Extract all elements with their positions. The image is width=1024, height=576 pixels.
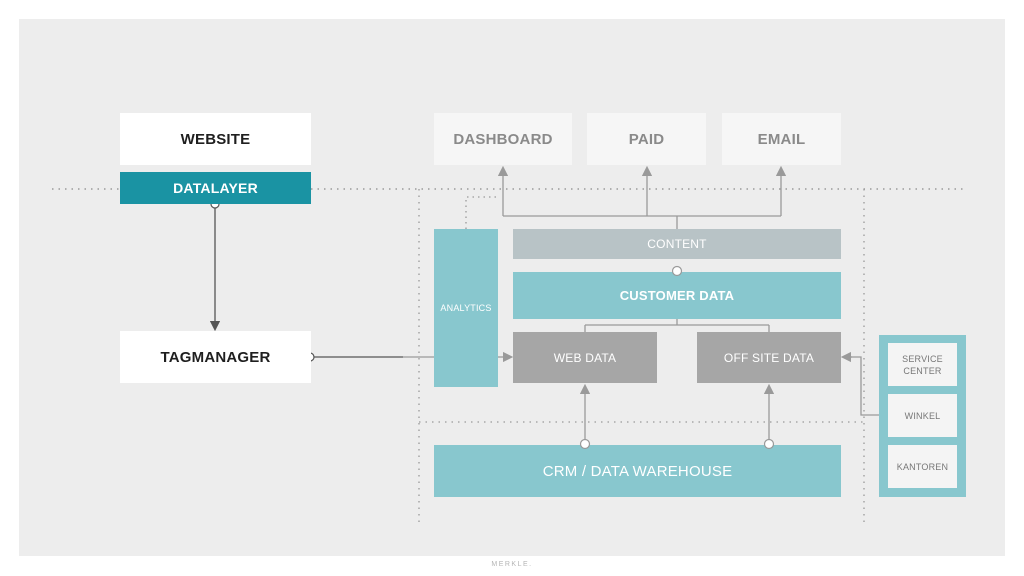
- winkel-box: WINKEL: [888, 394, 957, 437]
- tagmanager-box: TAGMANAGER: [120, 331, 311, 383]
- off-site-data-box: OFF SITE DATA: [697, 332, 841, 383]
- crm-offsite-node: [763, 438, 775, 450]
- analytics-box: ANALYTICS: [434, 229, 498, 387]
- email-box: EMAIL: [722, 113, 841, 165]
- crm-data-warehouse-box: CRM / DATA WAREHOUSE: [434, 445, 841, 497]
- dashboard-box: DASHBOARD: [434, 113, 572, 165]
- paid-box: PAID: [587, 113, 706, 165]
- merkle-footer: MERKLE.: [491, 561, 533, 568]
- datalayer-box: DATALAYER: [120, 172, 311, 204]
- crm-webdata-node: [579, 438, 591, 450]
- kantoren-box: KANTOREN: [888, 445, 957, 488]
- content-box: CONTENT: [513, 229, 841, 259]
- content-node: [671, 265, 683, 277]
- sources-to-offsite-line: [850, 356, 879, 416]
- website-box: WEBSITE: [120, 113, 311, 165]
- web-data-box: WEB DATA: [513, 332, 657, 383]
- customer-data-box: CUSTOMER DATA: [513, 272, 841, 319]
- service-center-box: SERVICE CENTER: [888, 343, 957, 386]
